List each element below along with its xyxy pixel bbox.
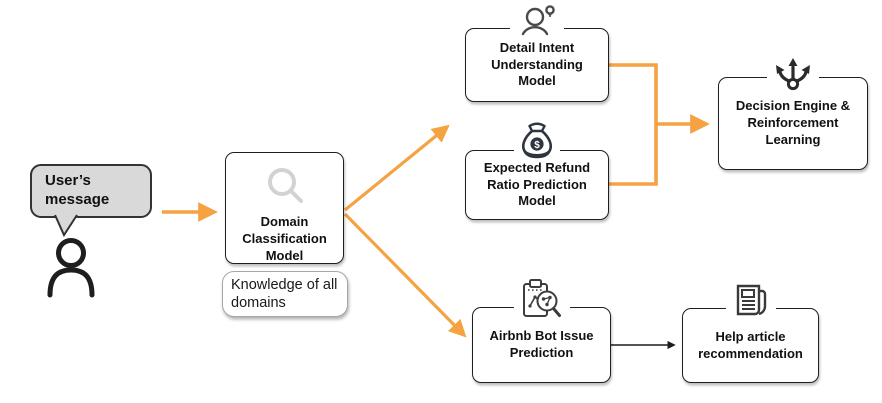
node-expected-refund-ratio-prediction-model: $ Expected Refund Ratio Prediction Model (465, 122, 609, 220)
node-label: Domain Classification Model (242, 214, 327, 263)
edge-domain-to-intent (343, 124, 450, 212)
user-message-bubble: User’s message (30, 164, 152, 218)
svg-text:$: $ (534, 140, 540, 151)
user-message-label: User’s message (45, 172, 110, 208)
branch-arrows-icon (767, 54, 819, 92)
news-article-icon (725, 281, 776, 319)
edge-domain-to-botissue (343, 212, 467, 338)
node-detail-intent-understanding-model: Detail Intent Understanding Model (465, 4, 609, 102)
domain-knowledge-callout: Knowledge of all domains (222, 271, 348, 317)
edge-models-merge (608, 63, 658, 186)
clipboard-search-icon (513, 277, 570, 323)
node-airbnb-bot-issue-prediction: Airbnb Bot Issue Prediction (472, 277, 611, 383)
person-idea-icon (510, 4, 564, 36)
magnifier-icon (264, 165, 306, 212)
money-bag-icon: $ (514, 122, 560, 162)
node-decision-engine-reinforcement-learning: Decision Engine & Reinforcement Learning (718, 54, 868, 170)
domain-knowledge-text: Knowledge of all domains (231, 276, 338, 311)
node-label: Decision Engine & Reinforcement Learning (735, 98, 851, 147)
node-label: Detail Intent Understanding Model (491, 39, 583, 89)
node-label: Expected Refund Ratio Prediction Model (483, 159, 591, 209)
speech-bubble-tail (52, 214, 82, 238)
node-label: Help article recommendation (698, 328, 803, 361)
user-person-icon (38, 233, 104, 301)
node-help-article-recommendation: Help article recommendation (682, 281, 819, 383)
node-label: Airbnb Bot Issue Prediction (489, 328, 594, 360)
node-domain-classification-model: Domain Classification Model (225, 152, 344, 264)
